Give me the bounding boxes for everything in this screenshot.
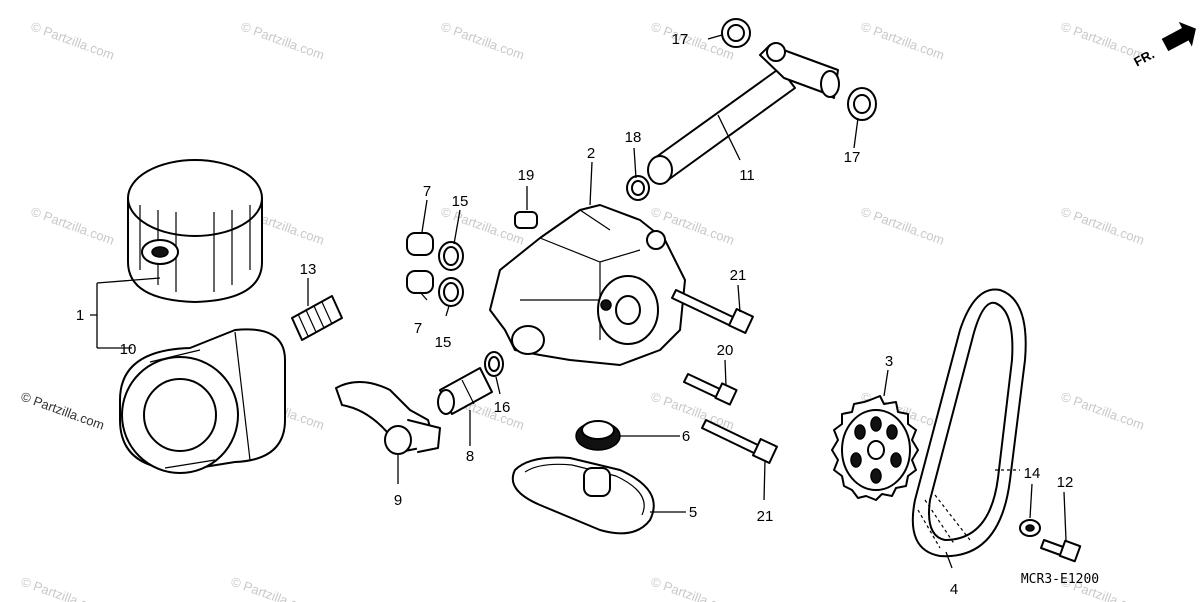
watermark: © Partzilla.com — [229, 574, 316, 602]
callout-5: 5 — [689, 504, 697, 521]
callout-19: 19 — [518, 167, 535, 184]
watermark: © Partzilla.com — [29, 19, 116, 63]
callout-21-upper: 21 — [730, 267, 747, 284]
diagram-code: MCR3-E1200 — [1021, 572, 1099, 587]
oil-filter-part-10[interactable] — [119, 328, 286, 474]
callout-13: 13 — [300, 261, 317, 278]
callout-15-lower: 15 — [435, 334, 452, 351]
o-ring-part-18[interactable] — [626, 175, 650, 201]
o-ring-part-15-upper[interactable] — [438, 241, 464, 271]
dowel-part-19[interactable] — [514, 211, 538, 229]
oil-pump-chain-part-4[interactable] — [911, 288, 1027, 558]
callout-11: 11 — [739, 167, 755, 184]
bolt-part-20[interactable] — [683, 373, 738, 406]
watermark: © Partzilla.com — [29, 204, 116, 248]
o-ring-part-15-lower[interactable] — [438, 277, 464, 307]
oil-strainer-part-5[interactable] — [511, 456, 655, 535]
callout-3: 3 — [885, 353, 893, 370]
watermark: © Partzilla.com — [649, 574, 736, 602]
callout-21-lower: 21 — [757, 508, 774, 525]
callout-20: 20 — [717, 342, 734, 359]
oil-filter-cap-part-1[interactable] — [127, 159, 263, 303]
callout-7-upper: 7 — [423, 183, 431, 200]
watermark: © Partzilla.com — [19, 574, 106, 602]
callout-8: 8 — [466, 448, 474, 465]
watermark: © Partzilla.com — [239, 19, 326, 63]
strainer-pipe-part-9[interactable] — [335, 381, 441, 455]
callout-14: 14 — [1024, 465, 1041, 482]
copyright-text: © Partzilla.com — [19, 389, 106, 433]
dowel-pin-part-7-upper[interactable] — [406, 232, 434, 256]
callout-16: 16 — [494, 399, 511, 416]
dowel-pin-part-7-lower[interactable] — [406, 270, 434, 294]
callout-18: 18 — [625, 129, 642, 146]
callout-12: 12 — [1057, 474, 1074, 491]
leader-lines — [90, 34, 1067, 569]
bolt-part-21-lower[interactable] — [701, 419, 778, 464]
oil-pump-assembly-part-2[interactable] — [489, 204, 686, 366]
callout-10: 10 — [120, 341, 137, 358]
callout-labels: 1 2 3 4 5 6 7 7 8 9 10 11 12 13 14 15 15… — [76, 31, 1074, 598]
callout-17-right: 17 — [844, 149, 861, 166]
washer-part-14[interactable] — [1019, 519, 1041, 537]
watermark: © Partzilla.com — [859, 19, 946, 63]
callout-6: 6 — [682, 428, 690, 445]
watermark: © Partzilla.com — [1059, 204, 1146, 248]
threaded-stud-part-13[interactable] — [291, 295, 343, 341]
callout-1: 1 — [76, 307, 84, 324]
o-ring-part-17-right[interactable] — [847, 87, 877, 121]
callout-17-upper: 17 — [672, 31, 689, 48]
oil-pipe-part-11[interactable] — [647, 42, 840, 185]
callout-7-lower: 7 — [414, 320, 422, 337]
oil-seal-part-6[interactable] — [575, 420, 621, 451]
bolt-part-21-upper[interactable] — [671, 289, 754, 334]
callout-4: 4 — [950, 581, 958, 598]
watermark: © Partzilla.com — [859, 204, 946, 248]
oil-pump-sprocket-part-3[interactable] — [831, 395, 919, 501]
callout-9: 9 — [394, 492, 402, 509]
callout-2: 2 — [587, 145, 595, 162]
o-ring-part-17-upper[interactable] — [721, 18, 751, 48]
relief-valve-part-8[interactable] — [437, 367, 493, 415]
watermark: © Partzilla.com — [1059, 389, 1146, 433]
bolt-part-12[interactable] — [1040, 539, 1082, 563]
o-ring-part-16[interactable] — [484, 351, 504, 377]
watermark: © Partzilla.com — [439, 19, 526, 63]
callout-15-upper: 15 — [452, 193, 469, 210]
